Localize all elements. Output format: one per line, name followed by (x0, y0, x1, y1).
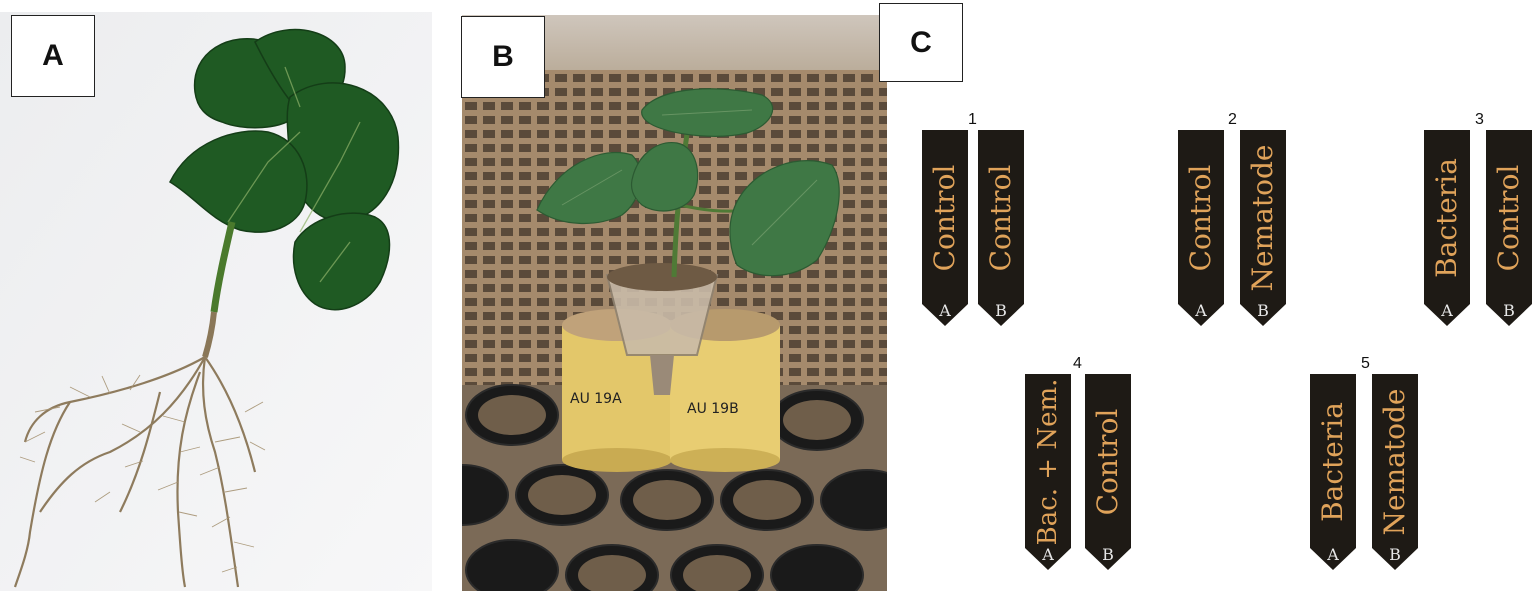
tag-1a: Control A (922, 130, 968, 326)
tag-3a-text: Bacteria (1430, 158, 1463, 278)
tag-5b-text: Nematode (1378, 388, 1411, 536)
tag-2a-letter: A (1195, 301, 1207, 320)
tag-1a-text: Control (928, 164, 961, 272)
tag-2a: Control A (1178, 130, 1224, 326)
tag-2b: Nematode B (1240, 130, 1286, 326)
tag-3a: Bacteria A (1424, 130, 1470, 326)
tag-1b-text: Control (984, 164, 1017, 272)
tag-2b-text: Nematode (1246, 144, 1279, 292)
tag-4b-text: Control (1091, 408, 1124, 516)
tag-5b: Nematode B (1372, 374, 1418, 570)
group-number-3: 3 (1475, 111, 1484, 128)
panel-label-b: B (461, 16, 545, 98)
pot-label-a: AU 19A (570, 391, 622, 407)
tag-3a-letter: A (1441, 301, 1453, 320)
tag-5b-letter: B (1389, 545, 1401, 564)
tag-3b-text: Control (1492, 164, 1525, 272)
tag-1b-letter: B (995, 301, 1007, 320)
tag-4a-text: Bac. + Nem. (1033, 378, 1063, 546)
group-number-4: 4 (1073, 355, 1082, 372)
photo-plant-with-roots (0, 12, 432, 591)
panel-label-c: C (879, 3, 963, 82)
tag-4a-letter: A (1042, 545, 1054, 564)
tag-5a-text: Bacteria (1316, 402, 1349, 522)
tag-4a: Bac. + Nem. A (1025, 374, 1071, 570)
group-number-5: 5 (1361, 355, 1370, 372)
tag-1a-letter: A (939, 301, 951, 320)
group-number-1: 1 (968, 111, 977, 128)
photo-potted-plant: AU 19A AU 19B (462, 15, 887, 591)
panel-label-a: A (11, 15, 95, 97)
tag-5a-letter: A (1327, 545, 1339, 564)
tag-1b: Control B (978, 130, 1024, 326)
tag-4b: Control B (1085, 374, 1131, 570)
tag-4b-letter: B (1102, 545, 1114, 564)
tag-5a: Bacteria A (1310, 374, 1356, 570)
tag-3b-letter: B (1503, 301, 1515, 320)
tag-2a-text: Control (1184, 164, 1217, 272)
tag-2b-letter: B (1257, 301, 1269, 320)
tag-3b: Control B (1486, 130, 1532, 326)
pot-label-b: AU 19B (687, 401, 739, 417)
group-number-2: 2 (1228, 111, 1237, 128)
